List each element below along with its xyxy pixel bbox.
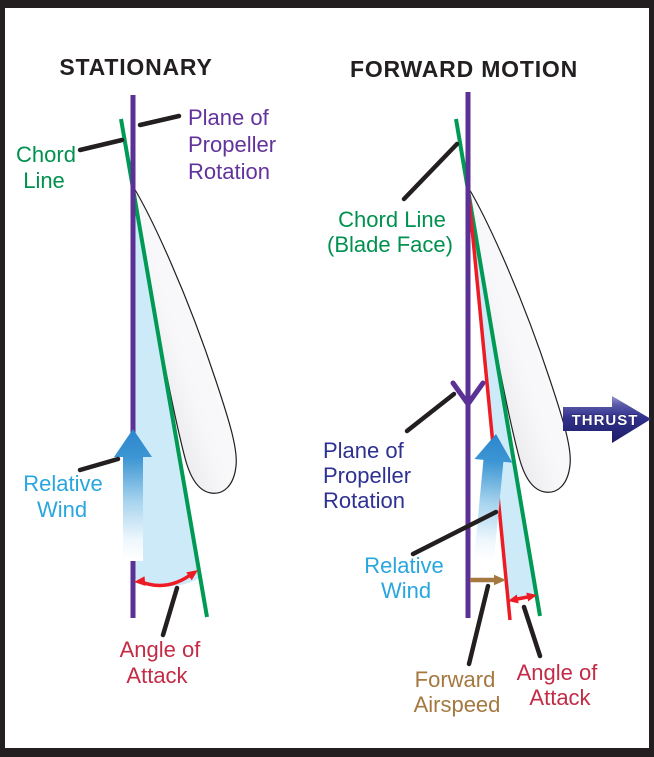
chord-line-pointer xyxy=(401,141,460,202)
thrust-label: THRUST xyxy=(572,412,639,429)
plane-of-rotation-pointer xyxy=(404,391,457,434)
forward-airspeed-arrowhead-icon xyxy=(494,574,506,586)
relative-wind-pointer xyxy=(77,456,121,473)
relative-wind-label: Wind xyxy=(381,578,431,603)
relative-wind-line xyxy=(466,186,512,621)
plane-of-rotation-label: Plane of xyxy=(188,105,270,130)
chord-line-label: (Blade Face) xyxy=(327,232,453,257)
plane-of-rotation-label: Propeller xyxy=(188,132,276,157)
relative-wind-arrow xyxy=(473,434,513,562)
plane-of-rotation-label: Propeller xyxy=(323,463,411,488)
relative-wind-arrow xyxy=(114,429,152,561)
relative-wind-pointer xyxy=(410,509,499,557)
angle-of-attack-label: Angle of xyxy=(120,637,202,662)
plane-of-rotation-label: Rotation xyxy=(323,488,405,513)
forward-airspeed-label: Airspeed xyxy=(414,692,501,717)
plane-of-rotation-label: Rotation xyxy=(188,159,270,184)
chord-line-label: Chord xyxy=(16,142,76,167)
forward-motion-panel: FORWARD MOTION THRUST Chord Line xyxy=(323,56,651,717)
stationary-panel: STATIONARY Plane of Propeller Rotation C… xyxy=(16,54,276,688)
forward-airspeed-label: Forward xyxy=(415,667,496,692)
chord-line-pointer xyxy=(77,137,125,153)
arc-arrowhead-left-icon xyxy=(508,594,519,604)
stationary-title: STATIONARY xyxy=(59,54,212,80)
angle-of-attack-label: Attack xyxy=(126,663,188,688)
arc-arrowhead-right-icon xyxy=(526,592,537,602)
relative-wind-label: Wind xyxy=(37,497,87,522)
angle-of-attack-pointer xyxy=(521,604,543,659)
angle-of-attack-pointer xyxy=(160,585,180,638)
forward-motion-title: FORWARD MOTION xyxy=(350,56,578,82)
rotation-direction-arrowhead-icon xyxy=(450,380,486,407)
arc-arrowhead-left-icon xyxy=(134,576,146,586)
chord-line-label: Chord Line xyxy=(338,207,446,232)
arc-arrowhead-right-icon xyxy=(186,570,198,581)
thrust-arrow xyxy=(563,396,651,443)
forward-airspeed-pointer xyxy=(466,583,491,667)
angle-of-attack-label: Angle of xyxy=(517,660,599,685)
relative-wind-label: Relative xyxy=(23,471,102,496)
plane-of-rotation-pointer xyxy=(137,113,182,128)
chord-line-label: Line xyxy=(23,168,65,193)
relative-wind-label: Relative xyxy=(364,553,443,578)
angle-of-attack-label: Attack xyxy=(529,685,591,710)
plane-of-rotation-label: Plane of xyxy=(323,438,405,463)
